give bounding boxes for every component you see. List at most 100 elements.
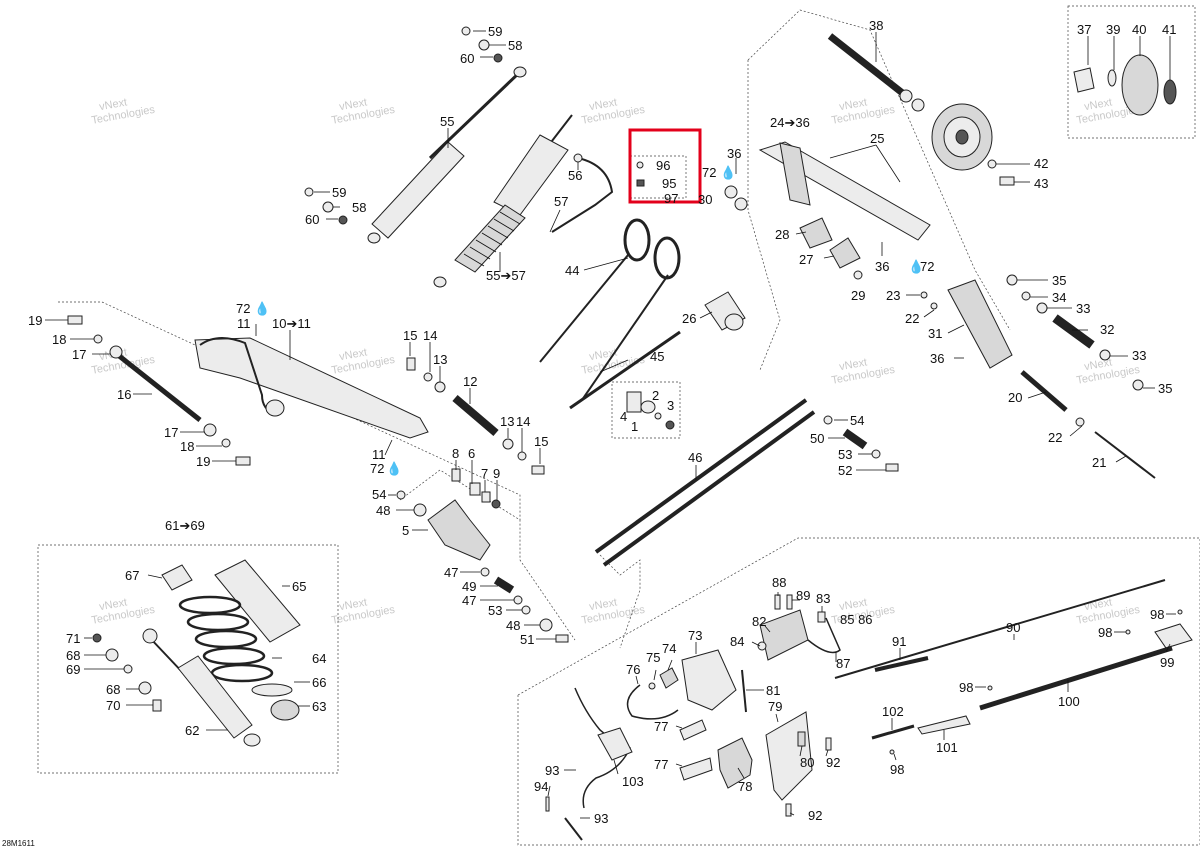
callout-18a: 18	[52, 332, 66, 347]
callout-35b: 35	[1158, 381, 1172, 396]
clamp-63	[270, 699, 300, 721]
callout-68b: 68	[106, 682, 120, 697]
bracket-27	[829, 237, 861, 269]
callout-94: 94	[534, 779, 548, 794]
callout-55: 55	[440, 114, 454, 129]
tie-93	[564, 817, 583, 841]
idler-wheel-40	[931, 103, 993, 171]
nut-60a	[493, 53, 503, 63]
shock-kit-61-69	[92, 559, 301, 747]
callout-40: 40	[1132, 22, 1146, 37]
pin-94	[545, 796, 550, 812]
callout-98d: 98	[890, 762, 904, 777]
callout-41: 41	[1162, 22, 1176, 37]
bolt-15a	[406, 357, 416, 371]
rear-arm-24-36	[724, 33, 1015, 280]
callout-19a: 19	[28, 313, 42, 328]
tube-32	[1052, 314, 1095, 349]
fitting-56	[573, 153, 583, 163]
bolt-98c	[987, 685, 993, 691]
callout-90: 90	[1006, 620, 1020, 635]
clip-77a	[679, 719, 707, 741]
watermark-line1: vNext	[338, 597, 368, 614]
screw-92b	[785, 803, 792, 817]
bushing-13b	[502, 438, 514, 450]
callout-54b: 54	[850, 413, 864, 428]
callout-98c: 98	[959, 680, 973, 695]
washer-47a	[480, 567, 490, 577]
callout-93a: 93	[545, 763, 559, 778]
leader-lines	[45, 30, 1176, 819]
callout-32: 32	[1100, 322, 1114, 337]
drop-72c: 💧	[254, 301, 270, 316]
connector-74	[659, 667, 679, 689]
callout-59a: 59	[488, 24, 502, 39]
callout-61-69: 61➔69	[165, 518, 205, 533]
bushing-4	[626, 391, 642, 413]
housing-78	[717, 737, 753, 789]
callout-48b: 48	[506, 618, 520, 633]
callout-16: 16	[117, 387, 131, 402]
callout-17a: 17	[72, 347, 86, 362]
frame-parts-95-97	[629, 155, 687, 199]
callout-96: 96	[656, 158, 670, 173]
callout-5: 5	[402, 523, 409, 538]
rod-90	[834, 579, 1166, 679]
callout-38: 38	[869, 18, 883, 33]
spring-64	[178, 595, 274, 683]
callout-27: 27	[799, 252, 813, 267]
callout-14b: 14	[516, 414, 530, 429]
bolt-70	[152, 699, 162, 712]
callout-37: 37	[1077, 22, 1091, 37]
callout-6: 6	[468, 446, 475, 461]
callout-53a: 53	[488, 603, 502, 618]
wheel-kit-37-41	[1073, 54, 1177, 116]
callout-99: 99	[1160, 655, 1174, 670]
clip-83	[817, 611, 826, 623]
callout-74: 74	[662, 641, 676, 656]
bushing-13a	[434, 381, 446, 393]
callout-65: 65	[292, 579, 306, 594]
callout-89: 89	[796, 588, 810, 603]
callout-102: 102	[882, 704, 904, 719]
spacer-38-a	[899, 89, 913, 103]
callout-76: 76	[626, 662, 640, 677]
drop-72a: 💧	[720, 165, 736, 180]
bracket-5	[427, 499, 491, 561]
bolt-19a	[67, 315, 83, 325]
callout-22a: 22	[905, 311, 919, 326]
callout-57: 57	[554, 194, 568, 209]
washer-22b	[1075, 417, 1085, 427]
wheel-40	[1121, 54, 1159, 116]
washer-58a	[478, 39, 490, 51]
bolt-42	[987, 159, 997, 169]
callout-29: 29	[851, 288, 865, 303]
spring-coil-left	[623, 218, 651, 262]
callout-17b: 17	[164, 425, 178, 440]
drop-72b: 💧	[908, 259, 924, 274]
callout-77a: 77	[654, 719, 668, 734]
callout-26: 26	[682, 311, 696, 326]
callout-10-11: 10➔11	[272, 316, 311, 331]
tube-12	[452, 394, 499, 437]
bolt-8	[451, 468, 461, 482]
frame-rear-arm	[747, 9, 1011, 331]
callout-55-57: 55➔57	[486, 268, 526, 283]
bushing-6	[469, 482, 481, 496]
callout-47b: 47	[462, 593, 476, 608]
frame-parts-1-4	[611, 381, 681, 439]
frame-rear-lower	[747, 60, 781, 371]
callout-28: 28	[775, 227, 789, 242]
cable-76	[626, 684, 679, 720]
bushing-17b	[203, 423, 217, 437]
bumper-67	[161, 564, 193, 591]
nut-60b	[338, 215, 348, 225]
callout-33b: 33	[1132, 348, 1146, 363]
watermark-line1: vNext	[1083, 97, 1113, 114]
shock-55	[304, 26, 527, 244]
callout-45: 45	[650, 349, 664, 364]
shock-55-eye-bottom	[367, 232, 381, 244]
arm-bracket	[779, 142, 811, 206]
callout-7: 7	[481, 466, 488, 481]
